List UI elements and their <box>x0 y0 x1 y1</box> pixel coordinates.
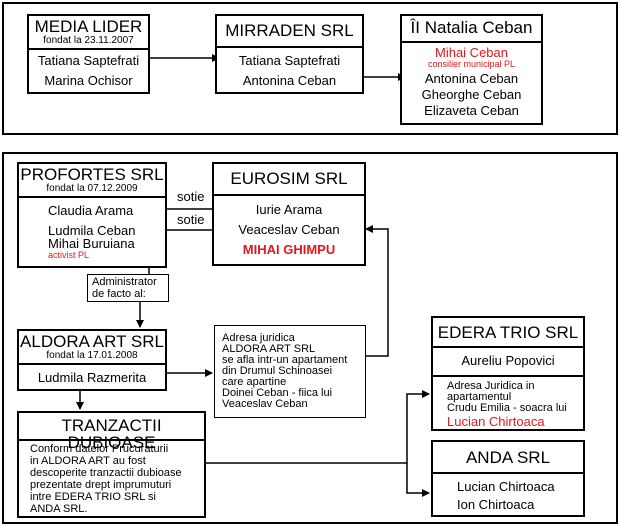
natalia-title: ÎI Natalia Ceban <box>410 18 533 37</box>
edera-title: EDERA TRIO SRL <box>437 323 579 342</box>
tranzactii-line-1: Conform datelor Prucuraturii <box>30 443 169 455</box>
adresa-line-3: se afla intr-un apartament <box>222 354 348 366</box>
adresa-line-7: Veaceslav Ceban <box>222 398 308 410</box>
anda-person-2: Ion Chirtoaca <box>457 497 535 512</box>
aldora-title: ALDORA ART SRL <box>20 332 164 351</box>
natalia-person-1: Antonina Ceban <box>424 71 519 86</box>
tranzactii-line-3: descoperite tranzactii dubioase <box>30 467 182 479</box>
adresa-line-5: care apartine <box>222 376 287 388</box>
media-lider-founded: fondat la 23.11.2007 <box>43 35 134 46</box>
tranzactii-title: TRANZACTII DUBIOASE <box>61 416 162 452</box>
profortes-title: PROFORTES SRL <box>20 165 164 184</box>
media-lider-title: MEDIA LIDER <box>34 17 143 36</box>
natalia-ceban-box: ÎI Natalia Ceban Mihai Ceban consilier m… <box>400 14 543 125</box>
profortes-box: PROFORTES SRL fondat la 07.12.2009 Claud… <box>17 162 167 268</box>
mirraden-title: MIRRADEN SRL <box>225 21 354 40</box>
profortes-person-1: Claudia Arama <box>48 203 134 218</box>
edera-person: Aureliu Popovici <box>461 353 555 368</box>
adresa-line-1: Adresa juridica <box>222 332 295 344</box>
profortes-person-3: Mihai Buruiana <box>48 236 135 251</box>
aldora-person: Ludmila Razmerita <box>37 370 147 385</box>
natalia-person-3: Elizaveta Ceban <box>424 103 519 118</box>
profortes-founded: fondat la 07.12.2009 <box>46 183 138 194</box>
tranzactii-line-6: ANDA SRL. <box>30 503 88 515</box>
aldora-founded: fondat la 17.01.2008 <box>46 350 138 361</box>
administrator-box: Administrator de facto al: <box>87 274 169 302</box>
adresa-line-2: ALDORA ART SRL <box>222 343 316 355</box>
tranzactii-line-2: in ALDORA ART au fost <box>30 455 146 467</box>
eurosim-title: EUROSIM SRL <box>230 169 348 188</box>
anda-title: ANDA SRL <box>465 448 551 467</box>
natalia-highlight: Mihai Ceban <box>435 45 508 60</box>
tranzactii-line-4: prezentate drept imprumuturi <box>30 479 172 491</box>
media-lider-person-2: Marina Ochisor <box>44 73 133 88</box>
mirraden-person-2: Antonina Ceban <box>242 73 337 88</box>
edera-line-3: Crudu Emilia - soacra lui <box>447 402 567 414</box>
mirraden-box: MIRRADEN SRL Tatiana Saptefrati Antonina… <box>215 14 364 94</box>
anda-person-1: Lucian Chirtoaca <box>457 479 555 494</box>
eurosim-highlight: MIHAI GHIMPU <box>242 242 336 257</box>
edera-line-1: Adresa Juridica in <box>447 380 535 392</box>
sotie-label-2: sotie <box>177 212 205 227</box>
edera-highlight: Lucian Chirtoaca <box>447 414 545 429</box>
sotie-label-1: sotie <box>177 189 205 204</box>
admin-line-2: de facto al: <box>92 288 146 300</box>
mirraden-person-1: Tatiana Saptefrati <box>238 53 341 68</box>
eurosim-person-2: Veaceslav Ceban <box>238 222 340 237</box>
profortes-note: activist PL <box>48 250 90 260</box>
edera-trio-box: EDERA TRIO SRL Aureliu Popovici Adresa J… <box>431 316 585 431</box>
natalia-person-2: Gheorghe Ceban <box>421 87 522 102</box>
adresa-line-4: din Drumul Schinoasei <box>222 365 333 377</box>
eurosim-person-1: Iurie Arama <box>255 202 323 217</box>
adresa-line-6: Doinei Ceban - fiica lui <box>222 387 333 399</box>
admin-line-1: Administrator <box>92 276 157 288</box>
aldora-art-box: ALDORA ART SRL fondat la 17.01.2008 Ludm… <box>17 329 167 391</box>
tranzactii-line-5: intre EDERA TRIO SRL si <box>30 491 156 503</box>
media-lider-person-1: Tatiana Saptefrati <box>37 53 140 68</box>
edera-line-2: apartamentul <box>447 391 512 403</box>
adresa-juridica-box: Adresa juridica ALDORA ART SRL se afla i… <box>214 325 366 418</box>
media-lider-box: MEDIA LIDER fondat la 23.11.2007 Tatiana… <box>27 14 150 94</box>
tranzactii-box: TRANZACTII DUBIOASE Conform datelor Pruc… <box>17 411 206 518</box>
eurosim-box: EUROSIM SRL Iurie Arama Veaceslav Ceban … <box>212 162 366 266</box>
anda-box: ANDA SRL Lucian Chirtoaca Ion Chirtoaca <box>431 440 585 517</box>
profortes-person-2: Ludmila Ceban <box>48 223 136 238</box>
natalia-highlight-note: consilier municipal PL <box>427 59 516 69</box>
